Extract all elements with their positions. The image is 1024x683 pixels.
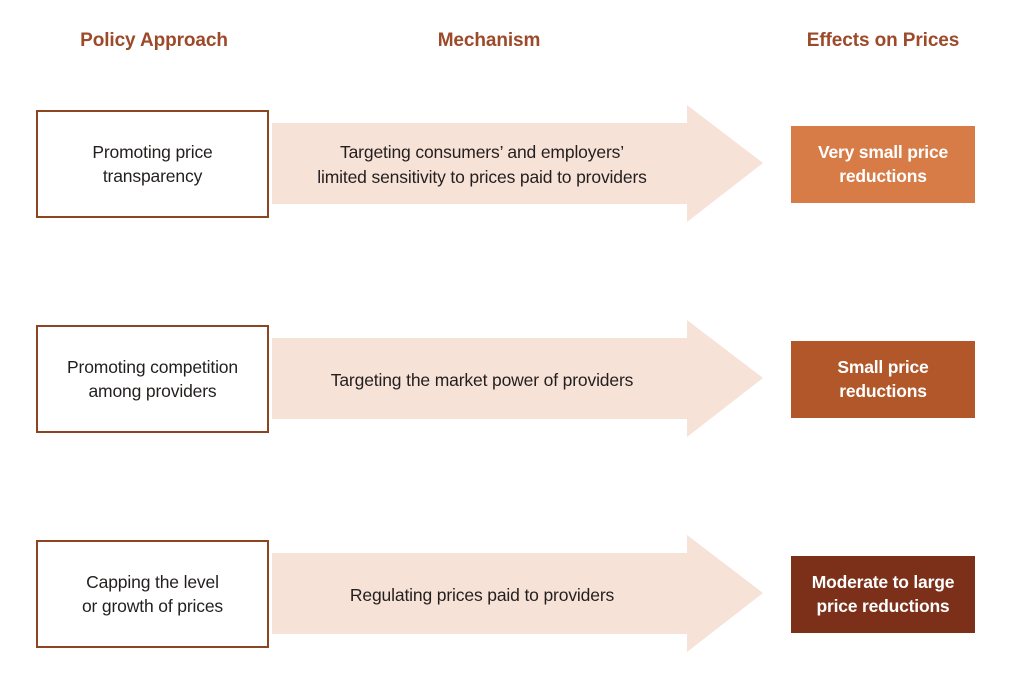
policy-line-2: transparency [102, 166, 203, 186]
effect-on-prices-label: Small price reductions [837, 356, 928, 402]
mechanism-label: Targeting the market power of providers [272, 320, 692, 440]
column-header-policy-approach: Policy Approach [80, 30, 228, 51]
policy-approach-label: Promoting price transparency [92, 140, 212, 188]
mechanism-line-1: Regulating prices paid to providers [349, 584, 615, 605]
effect-on-prices-box: Moderate to large price reductions [791, 556, 975, 633]
effect-line-2: price reductions [816, 595, 950, 616]
effect-on-prices-label: Very small price reductions [818, 141, 948, 187]
policy-line-1: Promoting price [92, 141, 213, 162]
policy-approach-box: Capping the level or growth of prices [36, 540, 269, 648]
effect-on-prices-box: Small price reductions [791, 341, 975, 418]
policy-line-2: among providers [88, 381, 217, 401]
diagram-row: Promoting competition among providers Ta… [0, 320, 1024, 440]
diagram-row: Promoting price transparency Targeting c… [0, 105, 1024, 225]
mechanism-line-1: Targeting the market power of providers [330, 369, 634, 390]
effect-on-prices-label: Moderate to large price reductions [811, 571, 955, 617]
policy-line-2: or growth of prices [81, 596, 224, 616]
column-header-mechanism: Mechanism [437, 30, 541, 51]
policy-approach-box: Promoting price transparency [36, 110, 269, 218]
diagram-row: Capping the level or growth of prices Re… [0, 535, 1024, 655]
mechanism-label: Regulating prices paid to providers [272, 535, 692, 655]
mechanism-line-1: Targeting consumers’ and employers’ [340, 142, 624, 163]
effect-on-prices-box: Very small price reductions [791, 126, 975, 203]
mechanism-line-2: limited sensitivity to prices paid to pr… [317, 167, 647, 187]
mechanism-label: Targeting consumers’ and employers’ limi… [272, 105, 692, 225]
effect-line-1: Very small price [817, 142, 949, 163]
effect-line-1: Small price [837, 357, 929, 378]
policy-line-1: Promoting competition [67, 356, 238, 377]
effect-line-2: reductions [839, 165, 927, 186]
policy-line-1: Capping the level [86, 571, 219, 592]
effect-line-1: Moderate to large [811, 572, 955, 593]
policy-approach-label: Promoting competition among providers [67, 355, 238, 403]
column-header-effects-on-prices: Effects on Prices [806, 30, 960, 51]
policy-approach-box: Promoting competition among providers [36, 325, 269, 433]
effect-line-2: reductions [839, 380, 927, 401]
policy-approach-label: Capping the level or growth of prices [82, 570, 223, 618]
